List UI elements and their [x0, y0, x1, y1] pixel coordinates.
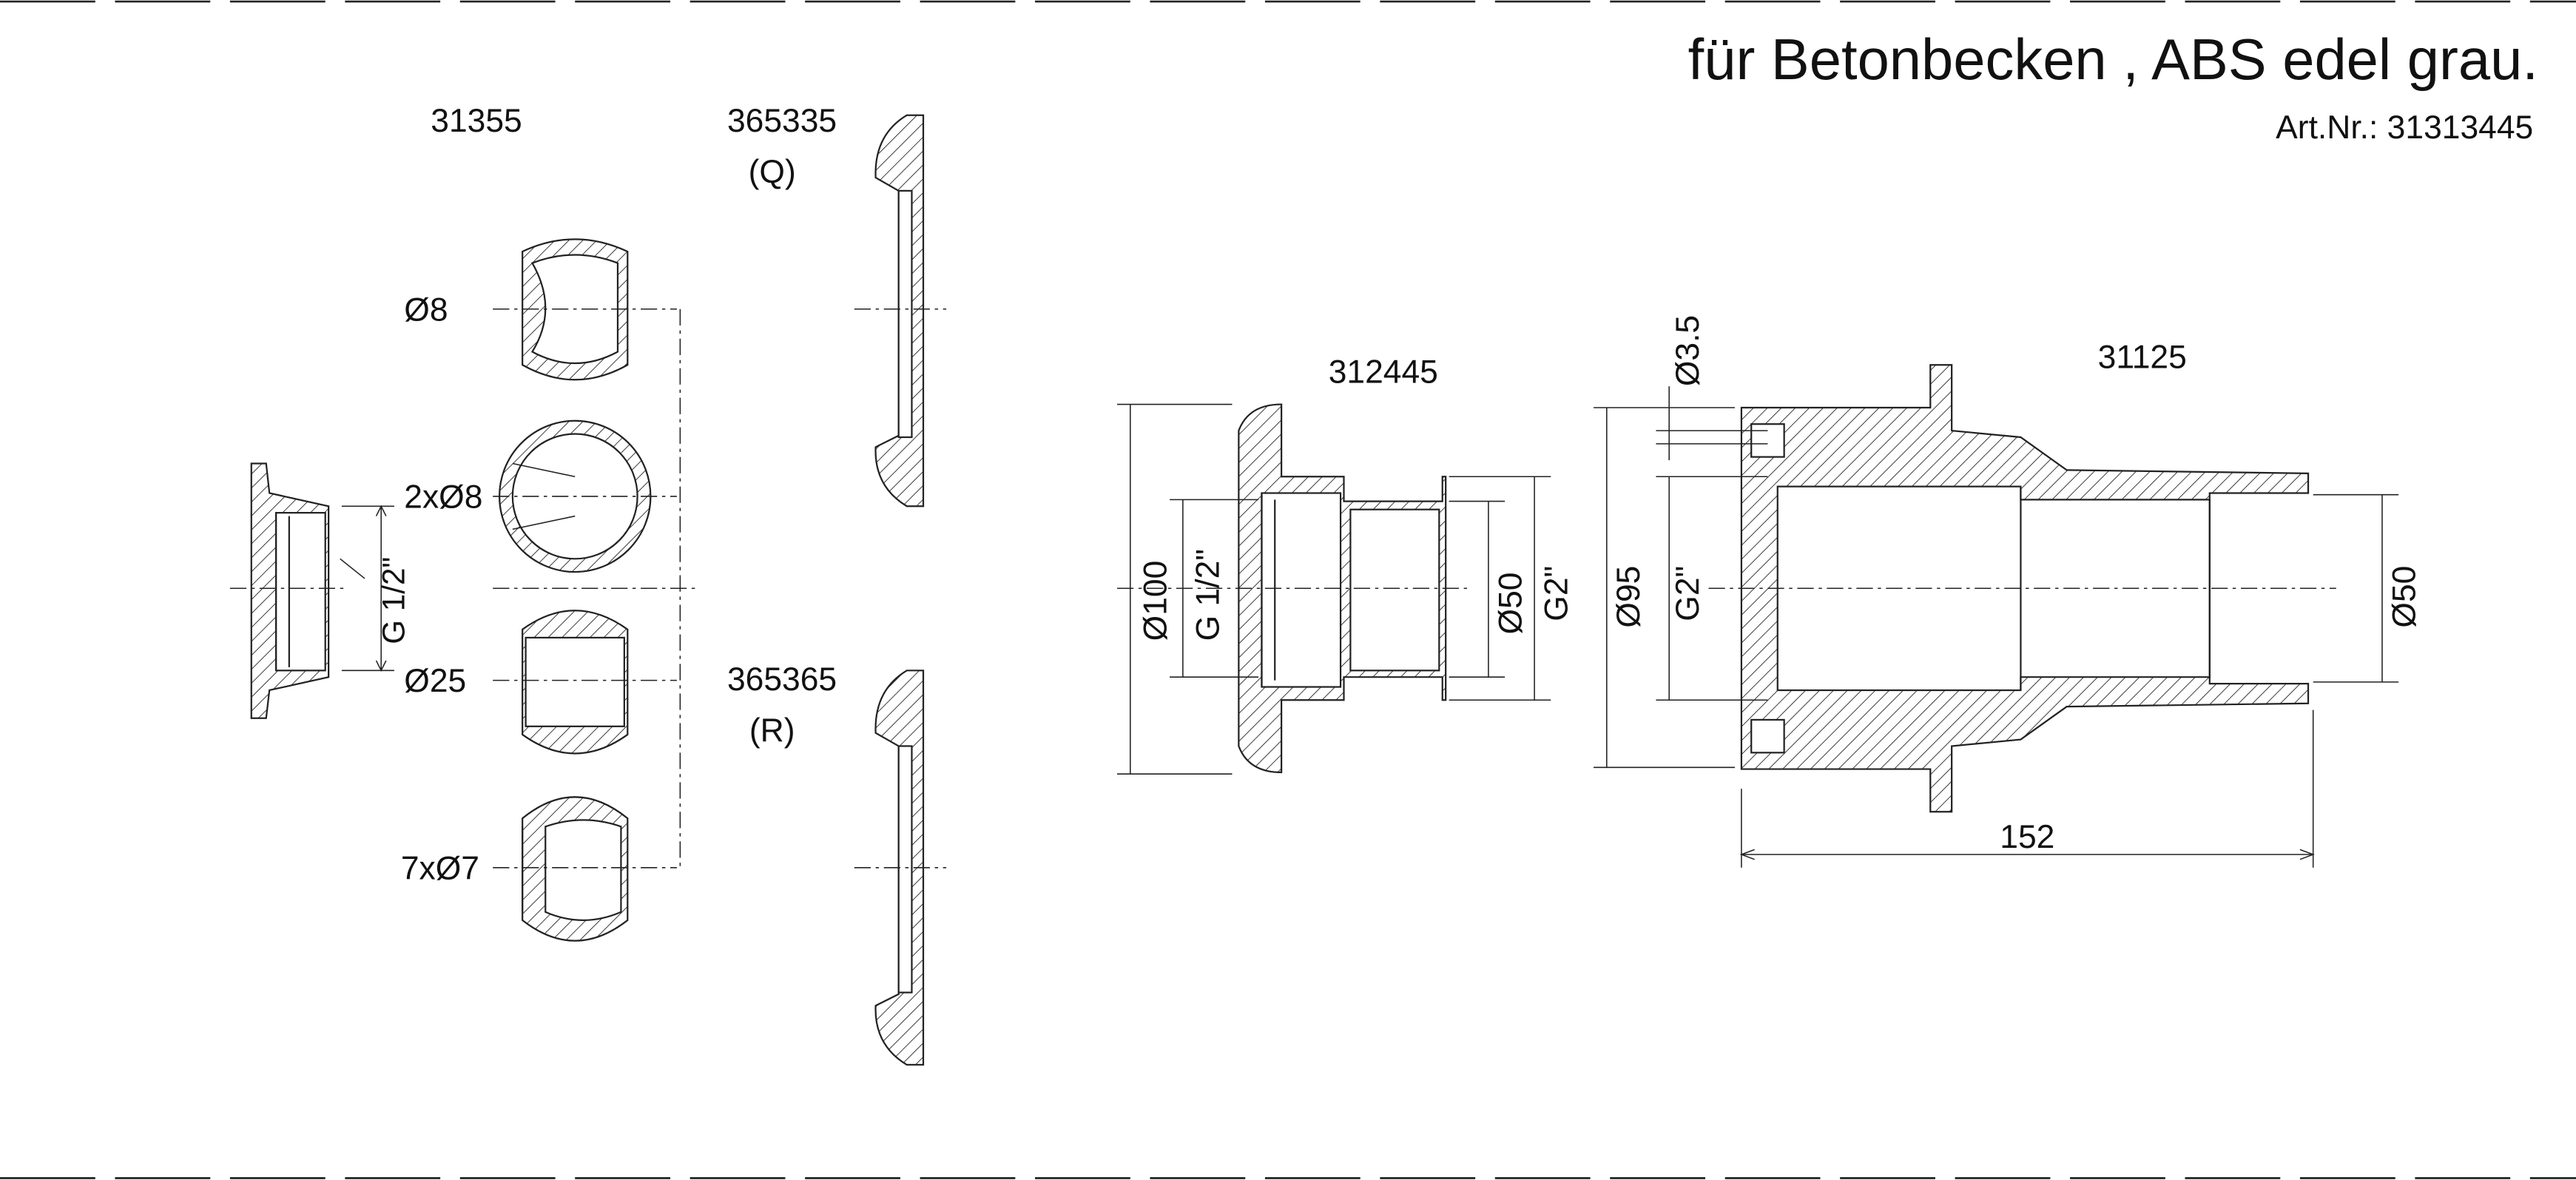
- label-365335: 365335: [727, 103, 837, 139]
- drawing-title: für Betonbecken , ABS edel grau.: [1688, 28, 2538, 92]
- dim-g2-right: G2": [1670, 566, 1706, 621]
- label-365365: 365365: [727, 661, 837, 698]
- cover-plate-r: [854, 670, 947, 1066]
- label-d8: Ø8: [404, 291, 448, 328]
- dim-d3-5: Ø3.5: [1670, 315, 1706, 386]
- threaded-ring-part: [229, 462, 394, 719]
- nozzle-ball-d25: [493, 610, 677, 755]
- dim-length-152: 152: [2000, 819, 2054, 855]
- label-q: (Q): [749, 154, 796, 190]
- label-31125: 31125: [2098, 340, 2187, 376]
- dim-g2-middle: G2": [1539, 566, 1575, 621]
- dim-d50-middle: Ø50: [1492, 573, 1528, 635]
- thread-label-left: G 1/2": [376, 557, 411, 644]
- pipe-body-31125: [1594, 364, 2399, 868]
- dim-d100: Ø100: [1138, 561, 1174, 641]
- label-2xd8: 2xØ8: [404, 479, 482, 515]
- dim-d95: Ø95: [1611, 566, 1647, 628]
- label-312445: 312445: [1329, 354, 1438, 391]
- label-7xd7: 7xØ7: [401, 850, 479, 886]
- label-d25: Ø25: [404, 663, 466, 699]
- adapter-312445: [1117, 403, 1551, 775]
- cover-plate-q: [854, 114, 947, 508]
- thread-label-middle: G 1/2": [1190, 549, 1227, 641]
- article-number: Art.Nr.: 31313445: [2276, 109, 2533, 146]
- label-r: (R): [749, 712, 795, 749]
- nozzle-ball-7xd7: [493, 796, 677, 942]
- label-31355: 31355: [431, 103, 522, 139]
- dim-d50-right: Ø50: [2386, 566, 2422, 628]
- nozzle-ball-d8: [493, 238, 677, 381]
- nozzle-ball-2xd8: [493, 419, 677, 573]
